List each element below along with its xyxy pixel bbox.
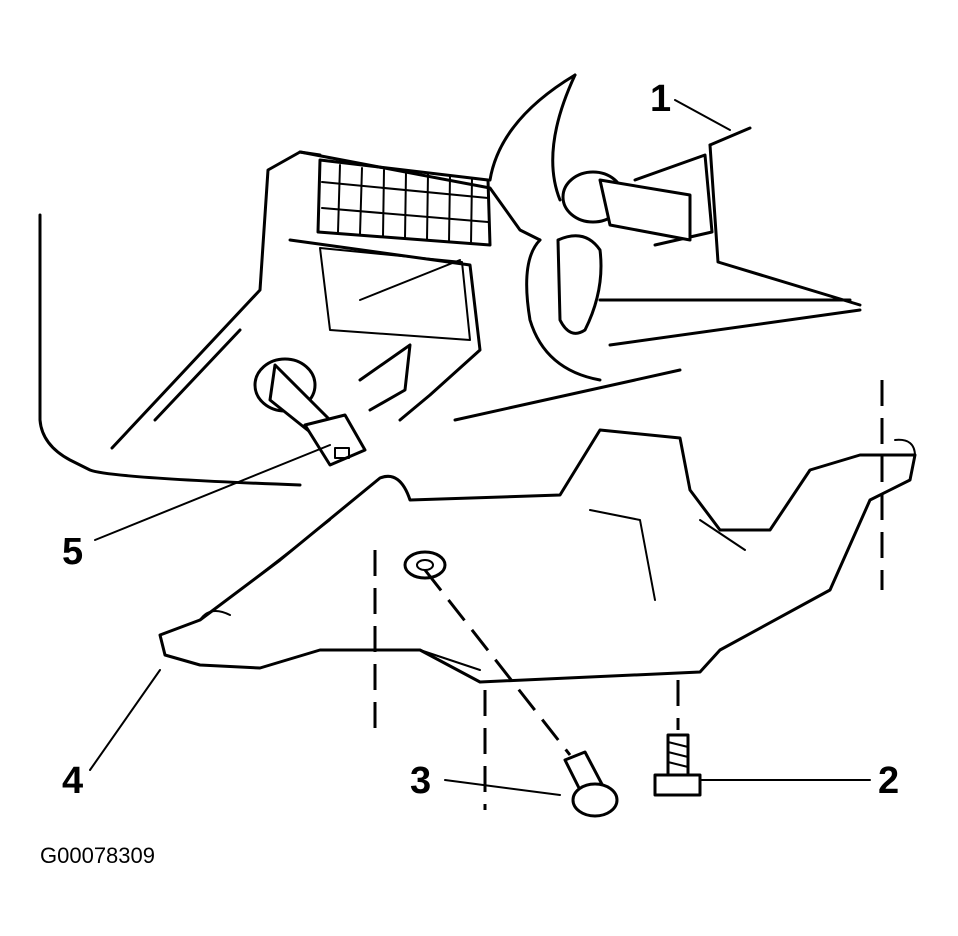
bolt [653,733,702,797]
steering-column-lower-cover [158,428,917,684]
figure-id: G00078309 [40,843,155,868]
steering-column [453,73,862,422]
air-vent [316,158,492,247]
push-pin-retainer [563,750,619,818]
leader-lines [89,99,871,796]
callout-4: 4 [62,760,84,802]
callout-2: 2 [878,760,900,802]
electrical-connector [253,357,367,467]
callout-3: 3 [410,760,432,802]
instrument-panel-outline [38,150,542,487]
callout-5: 5 [62,531,84,573]
alignment-lines [373,380,884,810]
callout-1: 1 [650,78,672,120]
